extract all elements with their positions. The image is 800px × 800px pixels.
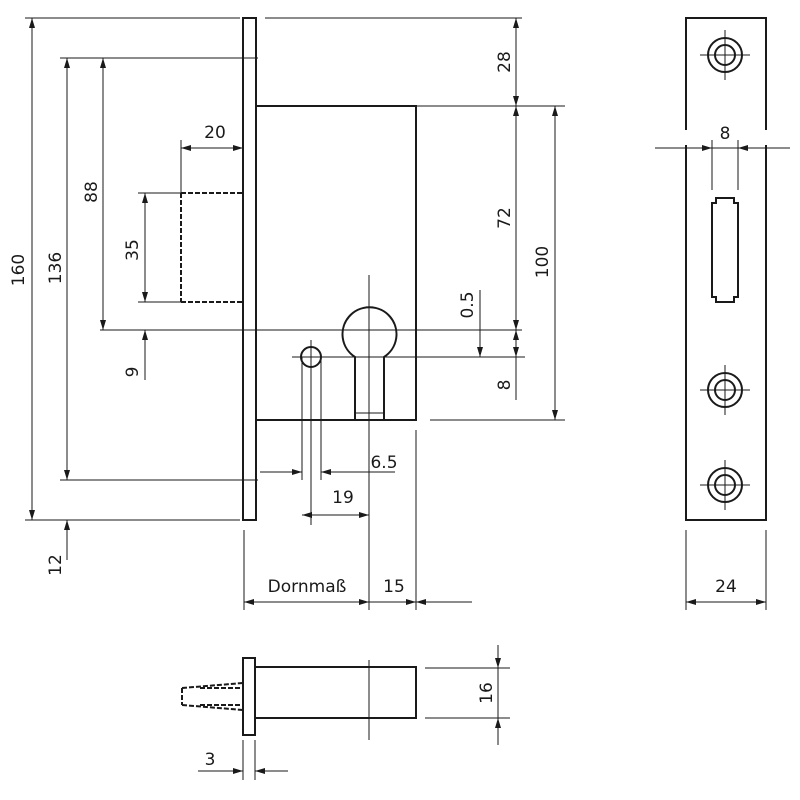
dim-160: 160 [9, 254, 29, 286]
latch-slot [711, 197, 739, 303]
screw-hole [700, 365, 750, 415]
screw-hole [700, 30, 750, 80]
dim-28: 28 [495, 51, 515, 73]
dim-9: 9 [123, 367, 143, 378]
dim-6-5: 6.5 [370, 453, 397, 473]
dim-100: 100 [533, 246, 553, 278]
center-lines [100, 275, 522, 610]
screw-hole [700, 460, 750, 510]
dim-0-5: 0.5 [458, 291, 478, 318]
dim-35: 35 [123, 239, 143, 261]
dim-19: 19 [332, 488, 354, 508]
side-dim-24: 24 [715, 577, 737, 597]
faceplate-side-view [655, 17, 790, 605]
bottom-dim-16: 16 [477, 682, 497, 704]
latch-bolt [180, 192, 243, 303]
dim-12: 12 [46, 554, 66, 576]
faceplate [242, 17, 257, 521]
dim-dornmass: Dornmaß [268, 577, 347, 597]
lock-body [255, 105, 417, 421]
bottom-dim-3: 3 [205, 750, 216, 770]
dim-136: 136 [46, 252, 66, 284]
dim-8: 8 [495, 380, 515, 391]
front-view [25, 17, 767, 610]
side-dim-8: 8 [720, 124, 731, 144]
dim-15: 15 [383, 577, 405, 597]
dim-88: 88 [82, 181, 102, 203]
bottom-view [181, 645, 510, 780]
dim-72: 72 [495, 207, 515, 229]
dim-20: 20 [204, 123, 226, 143]
